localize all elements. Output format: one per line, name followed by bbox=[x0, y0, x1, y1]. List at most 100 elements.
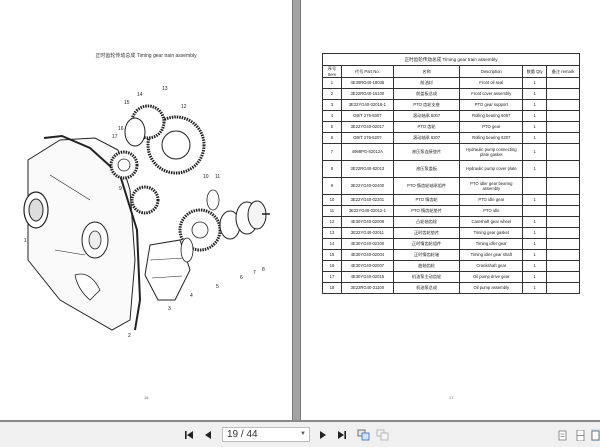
previous-page-icon bbox=[205, 431, 211, 439]
cell-description: Timing gear gasket bbox=[459, 227, 524, 239]
header-description: Description bbox=[459, 65, 524, 78]
cell-remark bbox=[546, 99, 580, 111]
cell-description: PTO idle bbox=[459, 205, 524, 217]
single-page-view-button[interactable] bbox=[557, 429, 567, 441]
continuous-page-icon bbox=[576, 429, 584, 441]
cell-part-no: 4E30YG40-02004 bbox=[340, 249, 394, 261]
cell-qty: 1 bbox=[522, 227, 548, 239]
page-number-select[interactable]: 19 / 44 ▼ bbox=[222, 427, 310, 442]
callout-14: 14 bbox=[137, 92, 143, 98]
cell-part-no: 4E30YG40-02007 bbox=[340, 260, 394, 272]
cell-part-no: 3E22YG40-02400 bbox=[340, 177, 394, 195]
cell-remark bbox=[546, 143, 580, 161]
page-indicator: 19 / 44 bbox=[227, 429, 258, 440]
cell-item: 2 bbox=[322, 88, 342, 100]
cell-item: 17 bbox=[322, 271, 342, 283]
callout-15: 15 bbox=[124, 100, 130, 106]
callout-9: 9 bbox=[119, 186, 122, 192]
copy-page-icon bbox=[357, 429, 369, 441]
cell-name: 滚动轴承 6207 bbox=[392, 132, 461, 144]
cell-qty: 1 bbox=[522, 260, 548, 272]
cell-name: 正时惰齿轮轴 bbox=[392, 249, 461, 261]
cell-name: PTO 齿轮支座 bbox=[392, 99, 461, 111]
cell-remark bbox=[546, 216, 580, 228]
cell-part-no: 4E30RG40-18035 bbox=[340, 77, 394, 89]
rotate-view-button[interactable] bbox=[356, 429, 370, 441]
cell-part-no: 3E22RG40-31100 bbox=[340, 282, 394, 294]
cell-description: Oil pump assembly bbox=[459, 282, 524, 294]
next-page-icon bbox=[320, 431, 326, 439]
cell-description: Crankshaft gear bbox=[459, 260, 524, 272]
next-page-button[interactable] bbox=[318, 429, 328, 441]
cell-remark bbox=[546, 282, 580, 294]
cell-description: Oil pump drive gear bbox=[459, 271, 524, 283]
header-item: 序号 Item bbox=[322, 65, 342, 78]
chevron-down-icon: ▼ bbox=[300, 431, 306, 437]
callout-13: 13 bbox=[162, 86, 168, 92]
cell-item: 6 bbox=[322, 132, 342, 144]
cell-name: 液压泵连接垫片 bbox=[392, 143, 461, 161]
header-name: 名称 bbox=[392, 65, 461, 78]
page-divider bbox=[292, 0, 301, 420]
cell-remark bbox=[546, 249, 580, 261]
callout-12: 12 bbox=[181, 104, 187, 110]
table-caption: 正时齿轮传动总成 Timing gear train assembly bbox=[322, 53, 580, 66]
cell-name: 机油泵总成 bbox=[392, 282, 461, 294]
parts-table: 正时齿轮传动总成 Timing gear train assembly 序号 I… bbox=[322, 53, 580, 294]
cell-part-no: 3E22YG40-02012-1 bbox=[340, 205, 394, 217]
cell-part-no: 4998PG-82012A bbox=[340, 143, 394, 161]
callout-8: 8 bbox=[262, 267, 265, 273]
cell-description: Camshaft gear wheel bbox=[459, 216, 524, 228]
header-part-no: 代号 Part No. bbox=[340, 65, 394, 78]
previous-page-button[interactable] bbox=[203, 429, 213, 441]
left-page-title: 正时齿轮传动总成 Timing gear train assembly bbox=[95, 53, 197, 59]
cell-name: PTO 惰齿轮垫片 bbox=[392, 205, 461, 217]
callout-10: 10 bbox=[203, 174, 209, 180]
cell-remark bbox=[546, 194, 580, 206]
two-page-view-button[interactable] bbox=[375, 429, 389, 441]
cell-qty: 1 bbox=[522, 88, 548, 100]
cell-description: Hydraulic pump cover plate bbox=[459, 160, 524, 178]
cell-remark bbox=[546, 177, 580, 195]
cell-remark bbox=[546, 132, 580, 144]
cell-name: 前油封 bbox=[392, 77, 461, 89]
cell-part-no: 3E22RG40-82013 bbox=[340, 160, 394, 178]
table-header-row: 序号 Item 代号 Part No. 名称 Description 数量 Qt… bbox=[322, 65, 580, 78]
cell-name: 机油泵主动齿轮 bbox=[392, 271, 461, 283]
cell-item: 9 bbox=[322, 177, 342, 195]
cell-qty: 1 bbox=[522, 99, 548, 111]
callout-3: 3 bbox=[168, 306, 171, 312]
cell-qty: 1 bbox=[522, 121, 548, 133]
cell-description: PTO idle gear bbox=[459, 194, 524, 206]
cell-item: 7 bbox=[322, 143, 342, 161]
last-page-icon bbox=[338, 431, 346, 439]
cell-qty: 1 bbox=[522, 132, 548, 144]
cell-item: 18 bbox=[322, 282, 342, 294]
facing-view-button[interactable] bbox=[591, 429, 600, 441]
cell-description: PTO idler gear bearing assembly bbox=[459, 177, 524, 195]
cell-item: 10 bbox=[322, 194, 342, 206]
cell-qty: 1 bbox=[522, 194, 548, 206]
cell-qty: 1 bbox=[522, 77, 548, 89]
single-page-icon bbox=[558, 430, 566, 440]
cell-remark bbox=[546, 238, 580, 250]
cell-part-no: 4E30YG40-02100 bbox=[340, 238, 394, 250]
continuous-view-button[interactable] bbox=[575, 429, 585, 441]
last-page-button[interactable] bbox=[336, 429, 348, 441]
cell-remark bbox=[546, 160, 580, 178]
cell-part-no: 4E30YG40-02009 bbox=[340, 216, 394, 228]
first-page-button[interactable] bbox=[183, 429, 195, 441]
cell-item: 11 bbox=[322, 205, 342, 217]
cell-item: 1 bbox=[322, 77, 342, 89]
cell-item: 15 bbox=[322, 249, 342, 261]
